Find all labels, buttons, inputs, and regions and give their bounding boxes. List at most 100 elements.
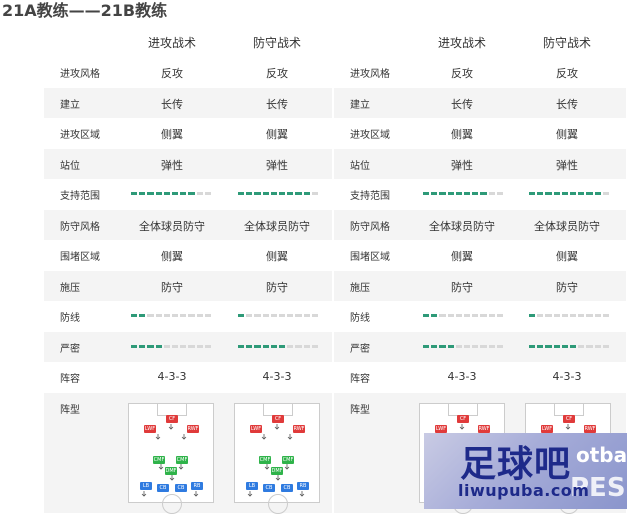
level-bar-segment bbox=[545, 192, 552, 195]
level-bar-segment bbox=[246, 344, 253, 348]
row-label: 支持范围 bbox=[60, 191, 100, 202]
level-bar-segment bbox=[139, 192, 146, 195]
level-bar-segment bbox=[147, 192, 154, 195]
table-row: 围堵区域侧翼侧翼 bbox=[44, 240, 332, 271]
table-row: 施压防守防守 bbox=[334, 270, 626, 301]
player-marker: CF bbox=[457, 414, 469, 423]
level-bar-segment bbox=[578, 344, 585, 348]
level-bar-segment bbox=[180, 192, 187, 195]
attack-value: 长传 bbox=[161, 97, 183, 111]
level-bar bbox=[131, 314, 212, 317]
row-label: 进攻风格 bbox=[350, 69, 390, 80]
level-bar-segment bbox=[464, 192, 471, 195]
player-marker: CB bbox=[281, 483, 293, 492]
table-row: 建立长传长传 bbox=[334, 87, 626, 118]
level-bar-segment bbox=[295, 344, 302, 348]
table-header: 进攻战术防守战术 bbox=[44, 27, 332, 57]
level-bar-segment bbox=[279, 314, 286, 317]
page-title: 21A教练——21B教练 bbox=[2, 1, 168, 20]
table-row: 站位弹性弹性 bbox=[334, 148, 626, 179]
defense-value: 弹性 bbox=[266, 158, 288, 172]
table-row: 围堵区域侧翼侧翼 bbox=[334, 240, 626, 271]
row-label: 阵型 bbox=[60, 404, 80, 416]
movement-arrow-icon bbox=[169, 474, 175, 481]
level-bar-segment bbox=[439, 344, 446, 348]
table-row: 站位弹性弹性 bbox=[44, 148, 332, 179]
attack-value: 全体球员防守 bbox=[429, 219, 495, 233]
column-header-attack: 进攻战术 bbox=[147, 36, 196, 50]
row-label: 施压 bbox=[350, 282, 370, 294]
attack-value: 4-3-3 bbox=[157, 370, 187, 383]
level-bar-segment bbox=[180, 314, 187, 317]
movement-arrow-icon bbox=[178, 463, 184, 470]
movement-arrow-icon bbox=[155, 433, 161, 440]
level-bar-segment bbox=[311, 192, 319, 195]
tactics-table-a: 进攻战术防守战术进攻风格反攻反攻建立长传长传进攻区域侧翼侧翼站位弹性弹性支持范围… bbox=[44, 27, 332, 514]
movement-arrow-icon bbox=[168, 423, 174, 430]
level-bar-segment bbox=[545, 344, 552, 348]
defense-value: 长传 bbox=[556, 97, 578, 111]
level-bar-segment bbox=[147, 314, 154, 317]
level-bar bbox=[423, 192, 504, 195]
site-watermark: 足球吧 otba PES20 liwupuba.com bbox=[424, 433, 627, 509]
movement-arrow-icon bbox=[181, 433, 187, 440]
level-bar-segment bbox=[172, 344, 179, 348]
level-bar-segment bbox=[147, 344, 154, 348]
level-bar-segment bbox=[279, 192, 286, 195]
level-bar-segment bbox=[204, 192, 212, 195]
column-header-attack: 进攻战术 bbox=[437, 36, 486, 50]
level-bar-segment bbox=[545, 314, 552, 317]
movement-arrow-icon bbox=[261, 433, 267, 440]
row-label: 进攻区域 bbox=[60, 130, 100, 141]
table-row: 建立长传长传 bbox=[44, 87, 332, 118]
defense-value: 全体球员防守 bbox=[534, 219, 600, 233]
movement-arrow-icon bbox=[247, 490, 253, 497]
movement-arrow-icon bbox=[158, 463, 164, 470]
player-marker: DMF bbox=[271, 466, 283, 475]
defense-value: 4-3-3 bbox=[262, 370, 292, 383]
level-bar bbox=[131, 192, 212, 195]
level-bar-segment bbox=[131, 192, 138, 195]
level-bar-segment bbox=[287, 314, 294, 317]
level-bar-segment bbox=[570, 314, 577, 317]
level-bar-segment bbox=[561, 314, 569, 317]
defense-value: 全体球员防守 bbox=[244, 219, 310, 233]
level-bar bbox=[131, 344, 212, 348]
level-bar-segment bbox=[303, 344, 310, 348]
table-row: 防守风格全体球员防守全体球员防守 bbox=[334, 209, 626, 240]
player-marker: LB bbox=[246, 481, 258, 490]
movement-arrow-icon bbox=[275, 474, 281, 481]
attack-value: 弹性 bbox=[161, 158, 183, 172]
level-bar-segment bbox=[529, 314, 536, 317]
player-marker: LWF bbox=[541, 424, 553, 433]
level-bar-segment bbox=[480, 192, 487, 195]
defense-value: 侧翼 bbox=[556, 128, 578, 141]
table-row: 严密 bbox=[334, 331, 626, 362]
level-bar-segment bbox=[196, 192, 203, 195]
player-marker: LWF bbox=[435, 424, 447, 433]
row-label: 建立 bbox=[60, 99, 80, 111]
level-bar-segment bbox=[529, 192, 536, 195]
level-bar-segment bbox=[204, 344, 212, 348]
level-bar-segment bbox=[238, 314, 245, 317]
movement-arrow-icon bbox=[459, 423, 465, 430]
level-bar-segment bbox=[246, 192, 253, 195]
attack-value: 全体球员防守 bbox=[139, 219, 205, 233]
level-bar-segment bbox=[139, 314, 146, 317]
penalty-box bbox=[263, 402, 293, 416]
player-marker: RWF bbox=[478, 424, 490, 433]
level-bar-segment bbox=[578, 314, 585, 317]
player-marker: CF bbox=[166, 414, 178, 423]
watermark-year-text: PES20 bbox=[570, 473, 627, 503]
level-bar-segment bbox=[488, 314, 495, 317]
level-bar-segment bbox=[287, 192, 294, 195]
level-bar-segment bbox=[423, 344, 430, 348]
level-bar-segment bbox=[295, 192, 302, 195]
defense-value: 弹性 bbox=[556, 158, 578, 172]
watermark-brand: 足球吧 bbox=[460, 444, 572, 485]
table-row: 进攻区域侧翼侧翼 bbox=[44, 118, 332, 149]
level-bar bbox=[238, 344, 319, 348]
movement-arrow-icon bbox=[264, 463, 270, 470]
row-label: 严密 bbox=[60, 343, 80, 355]
level-bar-segment bbox=[537, 314, 544, 317]
